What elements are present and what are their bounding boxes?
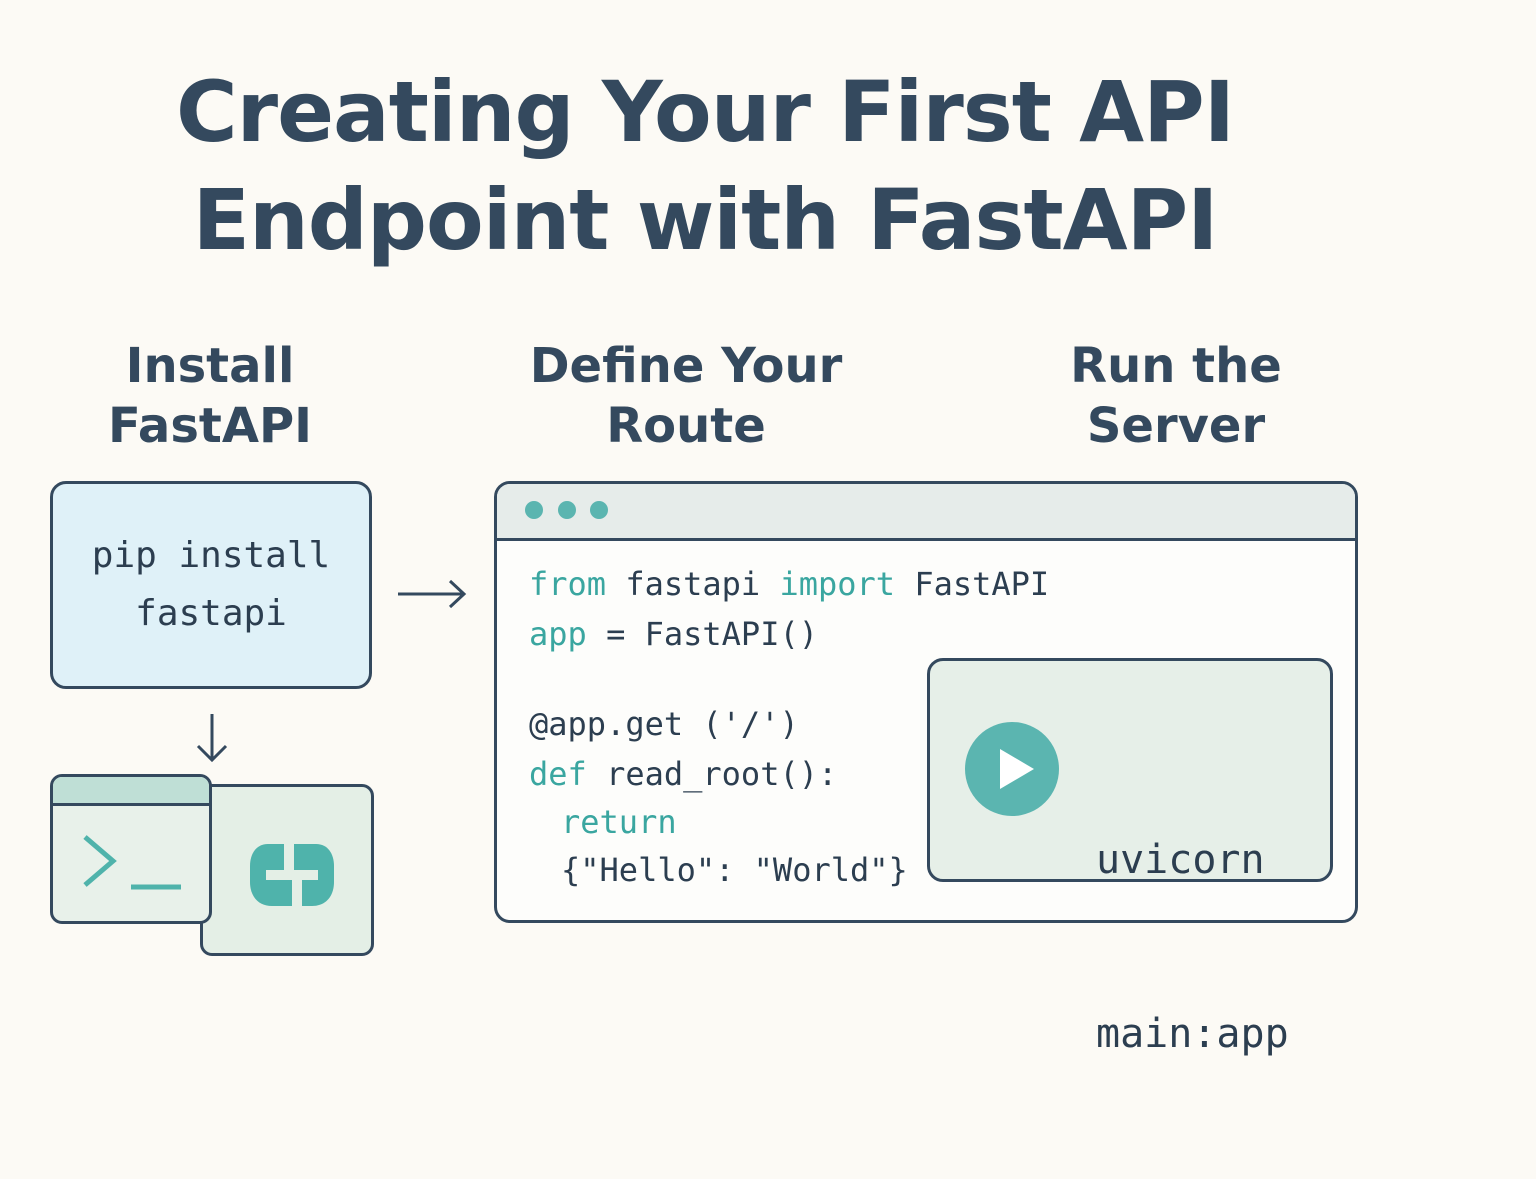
code-line-4: def read_root(): — [529, 755, 838, 793]
run-server-box: uvicorn main:app — [927, 658, 1333, 1057]
code-line-5: return — [561, 803, 677, 841]
play-icon — [965, 722, 1059, 816]
code-line-2: app = FastAPI() — [529, 615, 818, 653]
step-install-line-1: Install — [125, 338, 295, 394]
code-line-1: from fastapi import FastAPI — [529, 565, 1050, 603]
step-run-heading: Run the Server — [1026, 336, 1326, 456]
run-command: uvicorn main:app — [1096, 715, 1289, 1179]
step-define-heading: Define Your Route — [516, 336, 856, 456]
terminal-icon — [83, 835, 181, 890]
run-command-line-2: main:app — [1096, 1011, 1289, 1057]
arrow-right-icon — [398, 579, 467, 609]
install-command-box: pip install fastapi — [50, 481, 372, 689]
code-line-3: @app.get ('/') — [529, 705, 799, 743]
editor-title-bar — [497, 484, 1355, 541]
terminal-window — [50, 774, 212, 924]
window-dot-icon — [525, 501, 543, 519]
install-command-line-1: pip install — [91, 535, 331, 576]
terminal-title-bar — [53, 777, 209, 806]
page-title-line-1: Creating Your First API — [176, 63, 1235, 161]
arrow-down-icon — [196, 714, 228, 763]
run-command-line-1: uvicorn — [1096, 837, 1265, 883]
window-dot-icon — [558, 501, 576, 519]
step-install-heading: Install FastAPI — [60, 336, 360, 456]
step-define-line-2: Route — [606, 398, 766, 454]
step-run-line-1: Run the — [1070, 338, 1282, 394]
page-title: Creating Your First API Endpoint with Fa… — [0, 58, 1410, 274]
step-install-line-2: FastAPI — [107, 398, 313, 454]
step-define-line-1: Define Your — [529, 338, 843, 394]
step-run-line-2: Server — [1086, 398, 1266, 454]
page-title-line-2: Endpoint with FastAPI — [192, 171, 1219, 269]
app-logo-icon — [250, 844, 334, 906]
code-line-6: {"Hello": "World"} — [561, 851, 908, 889]
window-dot-icon — [590, 501, 608, 519]
install-command-line-2: fastapi — [135, 593, 287, 634]
